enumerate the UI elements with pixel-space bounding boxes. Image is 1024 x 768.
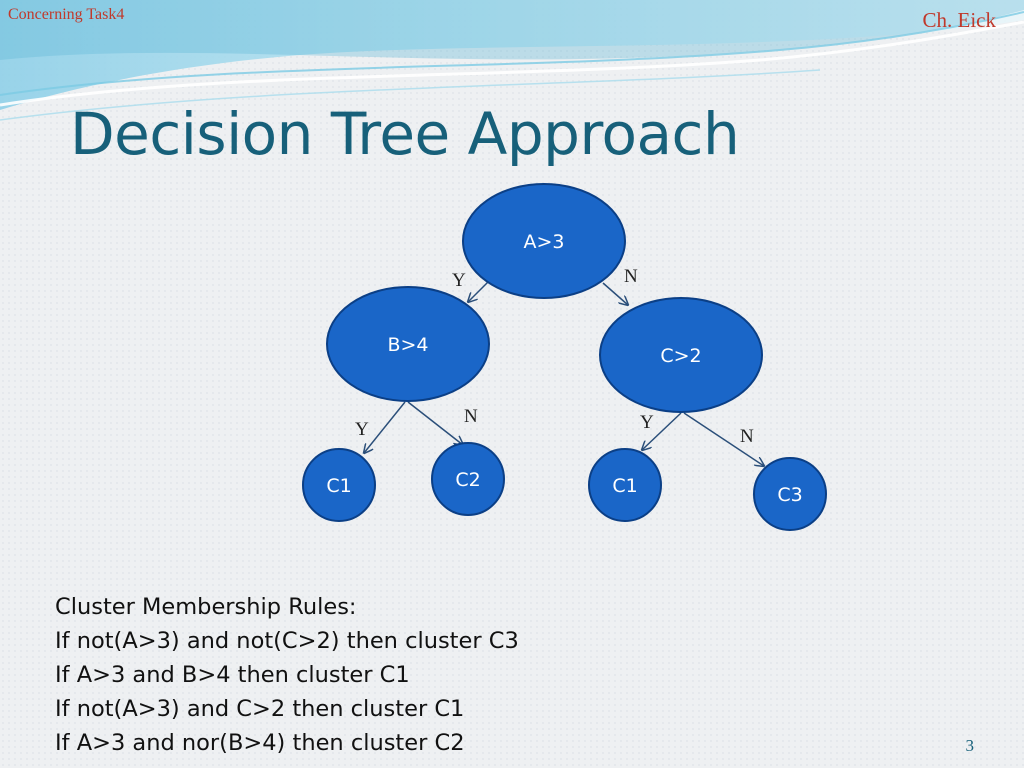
- edge-root-c: [602, 282, 628, 305]
- edge-label-root-c: N: [624, 266, 638, 287]
- leaf-label-1: C1: [326, 475, 351, 497]
- edge-label-root-b: Y: [452, 270, 466, 291]
- tree-leaf-c2: C2: [431, 442, 505, 516]
- rule-line: If not(A>3) and C>2 then cluster C1: [55, 696, 465, 722]
- rule-line: If not(A>3) and not(C>2) then cluster C3: [55, 628, 519, 654]
- leaf-label-3: C1: [612, 475, 637, 497]
- page-number: 3: [965, 736, 975, 755]
- tree-node-b: B>4: [326, 286, 490, 402]
- rules-heading: Cluster Membership Rules:: [55, 594, 357, 620]
- tree-leaf-c1-right: C1: [588, 448, 662, 522]
- header-left-text: Concerning Task4: [8, 6, 125, 23]
- slide-title: Decision Tree Approach: [70, 100, 740, 168]
- tree-leaf-c1-left: C1: [302, 448, 376, 522]
- leaf-label-4: C3: [777, 484, 802, 506]
- header-right-text: Ch. Eick: [922, 8, 997, 32]
- edge-label-b-leaf2: N: [464, 406, 478, 427]
- header-banner: [0, 0, 1024, 121]
- node-label-root: A>3: [523, 231, 564, 253]
- tree-node-root: A>3: [462, 183, 626, 299]
- leaf-label-2: C2: [455, 469, 480, 491]
- edge-c-leaf4: [683, 412, 764, 466]
- cluster-rules: Cluster Membership Rules: If not(A>3) an…: [55, 590, 519, 760]
- rule-line: If A>3 and B>4 then cluster C1: [55, 662, 410, 688]
- edge-label-b-leaf1: Y: [355, 419, 369, 440]
- edge-label-c-leaf3: Y: [640, 412, 654, 433]
- node-label-c: C>2: [660, 345, 701, 367]
- node-label-b: B>4: [387, 334, 428, 356]
- edge-label-c-leaf4: N: [740, 426, 754, 447]
- edge-c-leaf3: [642, 412, 682, 450]
- rule-line: If A>3 and nor(B>4) then cluster C2: [55, 730, 465, 756]
- tree-node-c: C>2: [599, 297, 763, 413]
- edge-b-leaf1: [364, 401, 406, 453]
- tree-leaf-c3: C3: [753, 457, 827, 531]
- edge-b-leaf2: [407, 401, 463, 445]
